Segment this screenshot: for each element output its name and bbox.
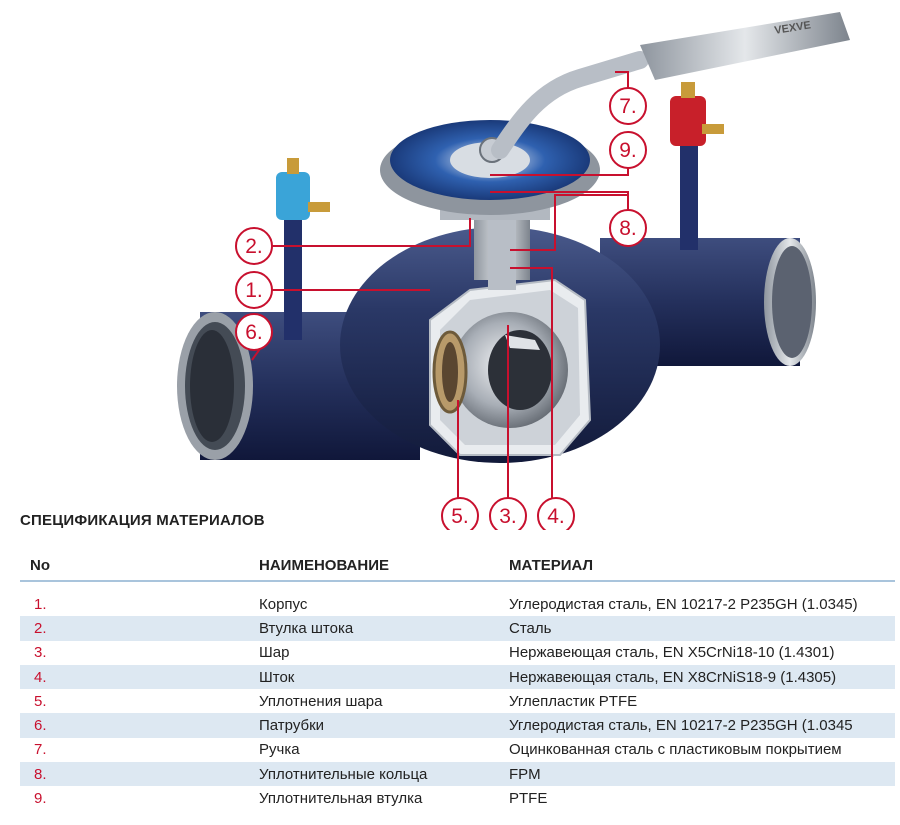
row-material: PTFE xyxy=(509,786,895,811)
callout-3: 3. xyxy=(489,497,527,530)
handle-brand-label: VEXVE xyxy=(774,19,812,37)
row-name: Уплотнения шара xyxy=(259,689,509,714)
table-row: 3. Шар Нержавеющая сталь, EN X5CrNi18-10… xyxy=(20,640,895,665)
row-material: Оцинкованная сталь с пластиковым покрыти… xyxy=(509,737,895,763)
row-name: Втулка штока xyxy=(259,616,509,641)
row-no: 9. xyxy=(20,786,259,811)
svg-text:1.: 1. xyxy=(245,279,263,302)
row-material: FPM xyxy=(509,762,895,787)
row-name: Корпус xyxy=(259,592,509,617)
table-row: 7. Ручка Оцинкованная сталь с пластиковы… xyxy=(20,737,895,763)
row-name: Уплотнительные кольца xyxy=(259,762,509,787)
table-row: 6. Патрубки Углеродистая сталь, EN 10217… xyxy=(20,713,895,738)
row-no: 5. xyxy=(20,689,259,714)
position-gauge xyxy=(380,120,600,215)
header-name: НАИМЕНОВАНИЕ xyxy=(259,550,509,582)
callout-7: 7. xyxy=(609,87,647,125)
ball-valve-illustration: VEXVE 1. 2. 3. 4. 5. xyxy=(177,12,850,530)
table-row: 1. Корпус Углеродистая сталь, EN 10217-2… xyxy=(20,592,895,617)
row-no: 7. xyxy=(20,737,259,763)
svg-text:4.: 4. xyxy=(547,505,565,528)
svg-text:3.: 3. xyxy=(499,505,517,528)
row-name: Шток xyxy=(259,664,509,690)
svg-text:5.: 5. xyxy=(451,505,469,528)
row-no: 1. xyxy=(20,592,259,617)
valve-body xyxy=(340,227,660,463)
row-name: Патрубки xyxy=(259,713,509,738)
table-row: 2. Втулка штока Сталь xyxy=(20,616,895,641)
row-material: Углеродистая сталь, EN 10217-2 P235GH (1… xyxy=(509,713,895,738)
row-no: 8. xyxy=(20,762,259,787)
table-row: 8. Уплотнительные кольца FPM xyxy=(20,762,895,787)
svg-text:2.: 2. xyxy=(245,235,263,258)
table-row: 4. Шток Нержавеющая сталь, EN X8CrNiS18-… xyxy=(20,664,895,690)
valve-handle: VEXVE xyxy=(491,12,850,159)
materials-table: No НАИМЕНОВАНИЕ МАТЕРИАЛ 1. Корпус Углер… xyxy=(20,550,895,811)
row-no: 3. xyxy=(20,640,259,665)
row-name: Шар xyxy=(259,640,509,665)
row-material: Нержавеющая сталь, EN X5CrNi18-10 (1.430… xyxy=(509,640,895,665)
row-name: Уплотнительная втулка xyxy=(259,786,509,811)
header-material: МАТЕРИАЛ xyxy=(509,550,895,582)
callout-5: 5. xyxy=(441,497,479,530)
spec-title: СПЕЦИФИКАЦИЯ МАТЕРИАЛОВ xyxy=(20,512,265,529)
callout-4: 4. xyxy=(537,497,575,530)
header-no: No xyxy=(20,550,259,582)
row-material: Сталь xyxy=(509,616,895,641)
svg-text:8.: 8. xyxy=(619,217,637,240)
callout-2: 2. xyxy=(235,227,273,265)
svg-text:6.: 6. xyxy=(245,321,263,344)
callout-8: 8. xyxy=(609,209,647,247)
svg-text:9.: 9. xyxy=(619,139,637,162)
table-row: 5. Уплотнения шара Углепластик PTFE xyxy=(20,689,895,714)
callout-leaders xyxy=(251,71,629,498)
callout-9: 9. xyxy=(609,131,647,169)
row-material: Нержавеющая сталь, EN X8CrNiS18-9 (1.430… xyxy=(509,664,895,690)
row-material: Углеродистая сталь, EN 10217-2 P235GH (1… xyxy=(509,592,895,617)
callout-1: 1. xyxy=(235,271,273,309)
table-spacer xyxy=(20,581,895,592)
right-test-port xyxy=(670,82,724,250)
left-test-port xyxy=(276,158,330,340)
callouts: 1. 2. 3. 4. 5. 6. 7. 8. xyxy=(235,87,647,530)
table-row: 9. Уплотнительная втулка PTFE xyxy=(20,786,895,811)
row-no: 2. xyxy=(20,616,259,641)
table-header-row: No НАИМЕНОВАНИЕ МАТЕРИАЛ xyxy=(20,550,895,582)
row-material: Углепластик PTFE xyxy=(509,689,895,714)
row-name: Ручка xyxy=(259,737,509,763)
row-no: 6. xyxy=(20,713,259,738)
row-no: 4. xyxy=(20,664,259,690)
svg-text:7.: 7. xyxy=(619,95,637,118)
callout-6: 6. xyxy=(235,313,273,351)
